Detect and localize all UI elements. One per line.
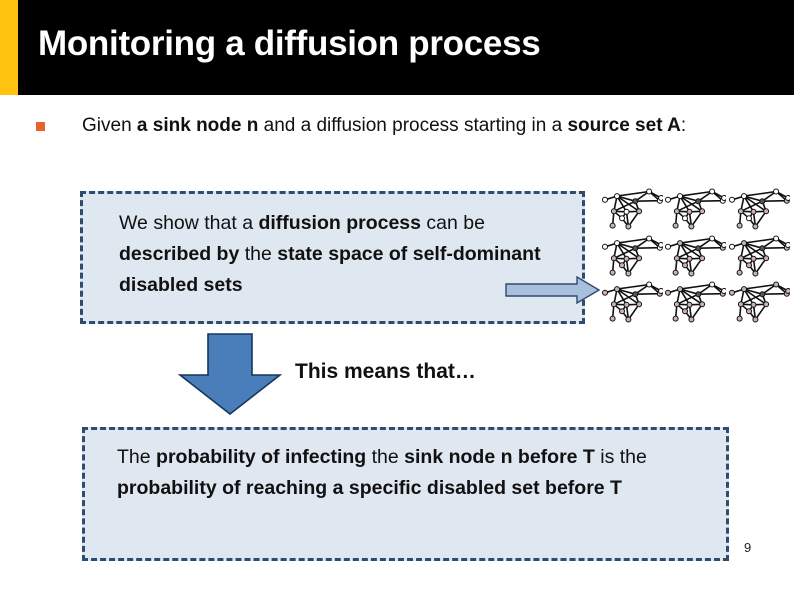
network-graph-thumbnail (600, 279, 665, 325)
header-accent-bar (0, 0, 18, 95)
network-graph-thumbnail (663, 233, 728, 279)
page-number: 9 (744, 540, 752, 555)
network-graph-thumbnail (663, 186, 728, 232)
network-graph-thumbnail (600, 233, 665, 279)
connector-label: This means that… (295, 360, 476, 383)
callout-box-top: We show that a diffusion process can be … (80, 191, 585, 324)
network-graph-thumbnail (727, 233, 791, 279)
network-graph-thumbnail (663, 279, 728, 325)
callout-top-text: We show that a diffusion process can be … (119, 212, 541, 296)
callout-bottom-text: The probability of infecting the sink no… (117, 446, 647, 499)
right-arrow-icon (505, 275, 601, 305)
bullet-text: Given a sink node n and a diffusion proc… (82, 115, 687, 136)
network-graph-thumbnail (727, 279, 791, 325)
network-graph-thumbnail (727, 186, 791, 232)
callout-box-bottom: The probability of infecting the sink no… (82, 427, 729, 561)
down-arrow-icon (177, 333, 283, 416)
slide-header-bar: Monitoring a diffusion process (0, 0, 794, 95)
page-title: Monitoring a diffusion process (38, 24, 541, 63)
network-graph-grid (600, 186, 791, 326)
bullet-square-icon (36, 122, 45, 131)
network-graph-thumbnail (600, 186, 665, 232)
